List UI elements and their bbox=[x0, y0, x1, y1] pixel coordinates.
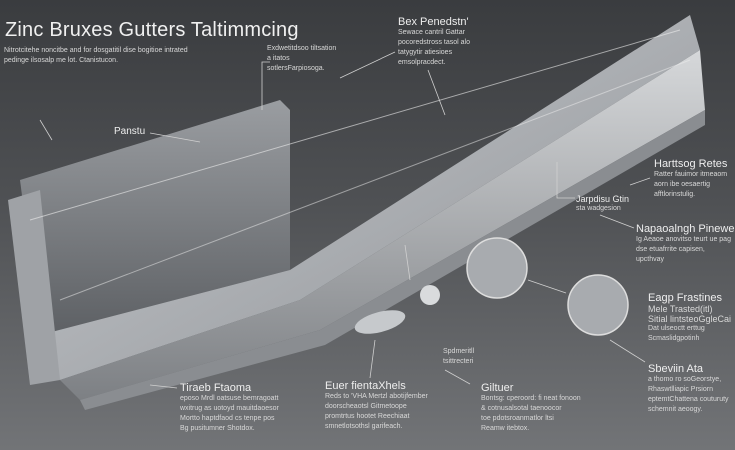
callout-line: doorscheaotsl Gitmetoope bbox=[325, 403, 407, 410]
callout-line: aorn ibe oesaertig bbox=[654, 181, 711, 188]
callout-line: sotlersFarpiosoga. bbox=[267, 65, 325, 72]
callout-line: pocoredstross tasol alo bbox=[398, 39, 470, 46]
callout-line: Dat ulseoctt erttug bbox=[648, 325, 705, 332]
callout-line: Scmaslidgpotinh bbox=[648, 335, 700, 342]
callout-line: schemnit aeoogy. bbox=[648, 406, 703, 413]
callout-line: afftlorinstulig. bbox=[654, 191, 696, 198]
callout-line: Sitial lintsteoGgleCai bbox=[648, 314, 732, 324]
callout-line: & cotnusalsotal taenoocor bbox=[481, 405, 562, 412]
callout-line: Reamw itebtox. bbox=[481, 425, 530, 432]
end-cap bbox=[8, 190, 60, 385]
callout-line: tatygytir atiesioes bbox=[398, 49, 453, 56]
callout-line: wxitrug as uotoyd mauitdaoesor bbox=[180, 405, 279, 412]
callout-heading: Bex Penedstn' bbox=[398, 16, 469, 28]
callout-line: tsittrecteri bbox=[443, 358, 474, 365]
fastener-part bbox=[354, 310, 406, 334]
callout-line: upcthvay bbox=[636, 256, 665, 263]
callout-line: Ig Aeaoe anovitso teurt ue pag bbox=[636, 236, 731, 243]
callout-heading: Exdwetitdsoo tiltsation bbox=[267, 45, 337, 52]
callout-line: a thomo ro soGeorstye, bbox=[648, 376, 722, 383]
callout-heading: Eagp Frastines bbox=[648, 292, 722, 304]
callout-line: smnetlotsothsl garifeach. bbox=[325, 423, 403, 430]
front-face bbox=[60, 50, 705, 400]
callout-heading: Euer fientaXhels bbox=[325, 380, 406, 392]
callout-heading: Sbeviin Ata bbox=[648, 363, 704, 375]
gutter-trough bbox=[40, 15, 700, 380]
callout-line: promtrtus hootet Reechiaat bbox=[325, 413, 410, 420]
detail-circle bbox=[466, 237, 528, 299]
page-title: Zinc Bruxes Gutters Taltimmcing bbox=[5, 19, 299, 41]
callout-line: Reds to 'VHA Mertzl abotijfember bbox=[325, 393, 428, 400]
callout-line: Mortto haptdfaod cs tenpe pos bbox=[180, 415, 275, 422]
callout-line: Bg pusitumner Shotdox. bbox=[180, 425, 255, 432]
callout-heading: Giltuer bbox=[481, 382, 514, 394]
callout-line: Rhaswtlliapic Prsiorn bbox=[648, 386, 713, 393]
callout-line: eptemtChattena couturuty bbox=[648, 396, 729, 403]
callout-heading: Spdmeritll bbox=[443, 348, 475, 355]
callout-expansion: Exdwetitdsoo tiltsation a itatos sotlersFa… bbox=[267, 44, 336, 74]
callout-panel: Panstu bbox=[114, 126, 146, 137]
fastener-part bbox=[420, 285, 440, 305]
callout-heading: Tiraeb Ftaoma bbox=[180, 382, 252, 394]
callout-line: Bontsg: cperoord: fi neat fonoon bbox=[481, 395, 581, 402]
callout-line: sta wadgesion bbox=[576, 205, 621, 212]
subtitle-line: Nitrotcitehe noncitbe and for dosgatitil… bbox=[4, 47, 188, 54]
callout-line: a itatos bbox=[267, 55, 290, 62]
callout-heading: Napaoalngh Pinewe bbox=[636, 223, 735, 235]
callout-line: Mele Trasted(itl) bbox=[648, 304, 713, 314]
callout-heading: Jarpdisu Gtin bbox=[576, 194, 630, 204]
callout-line: Sewace cantril Gattar bbox=[398, 29, 465, 36]
detail-circle bbox=[567, 274, 629, 336]
back-flange bbox=[20, 100, 290, 335]
callout-heading: Harttsog Retes bbox=[654, 158, 728, 170]
callout-spend: Spdmeritll tsittrecteri bbox=[443, 347, 474, 367]
callout-line: emsolpracdect. bbox=[398, 59, 446, 66]
subtitle-line: pedinge ilsosalp me lot. Ctanistucon. bbox=[4, 57, 119, 64]
callout-line: Ratter fauimor itmeaom bbox=[654, 171, 728, 178]
callout-line: eposo Mrdl oatsuse bemragoatt bbox=[180, 395, 279, 402]
callout-box: Bex Penedstn'Sewace cantril Gattar pocore… bbox=[398, 16, 470, 68]
callout-line: dse etuafrrite capisen, bbox=[636, 246, 705, 253]
callout-line: toe pdotsroanmatlor ltsi bbox=[481, 415, 554, 422]
